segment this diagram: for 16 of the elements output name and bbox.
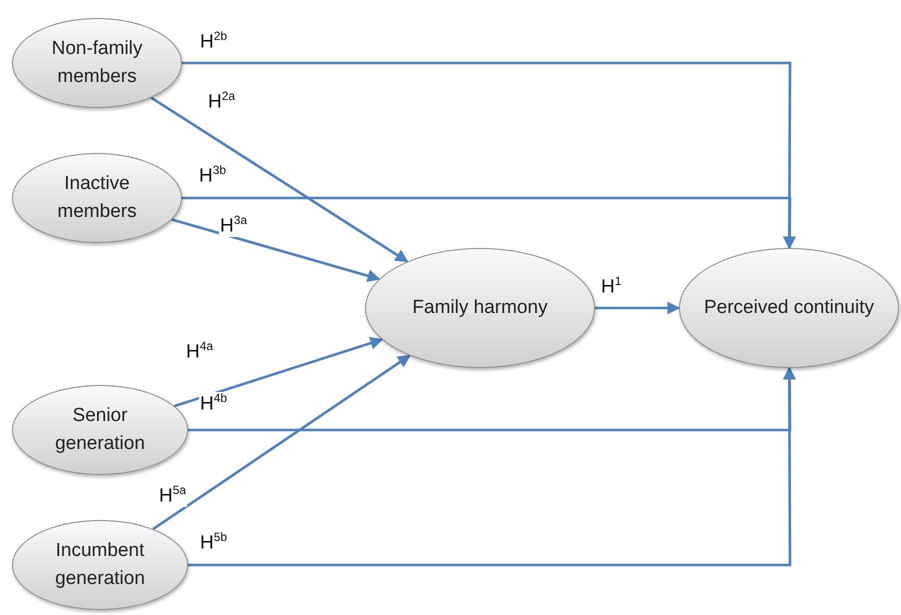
arrow <box>152 354 411 530</box>
edge-label: H$^{5a}$ <box>158 484 188 508</box>
arrow <box>188 366 796 432</box>
node-label: Inactive members <box>56 172 138 224</box>
arrow <box>188 366 796 566</box>
arrow <box>182 196 796 250</box>
edge-label: H$^{3a}$ <box>219 214 248 238</box>
node-label: Perceived continuity <box>702 296 876 320</box>
node-label: Incumbent generation <box>54 538 146 591</box>
node-label: Non-family members <box>50 36 144 89</box>
arrow <box>174 336 384 408</box>
node-label: Family harmony <box>411 296 549 320</box>
node-label: Senior generation <box>54 404 146 456</box>
arrow <box>150 96 408 263</box>
arrow <box>171 218 380 282</box>
arrow <box>595 302 680 314</box>
